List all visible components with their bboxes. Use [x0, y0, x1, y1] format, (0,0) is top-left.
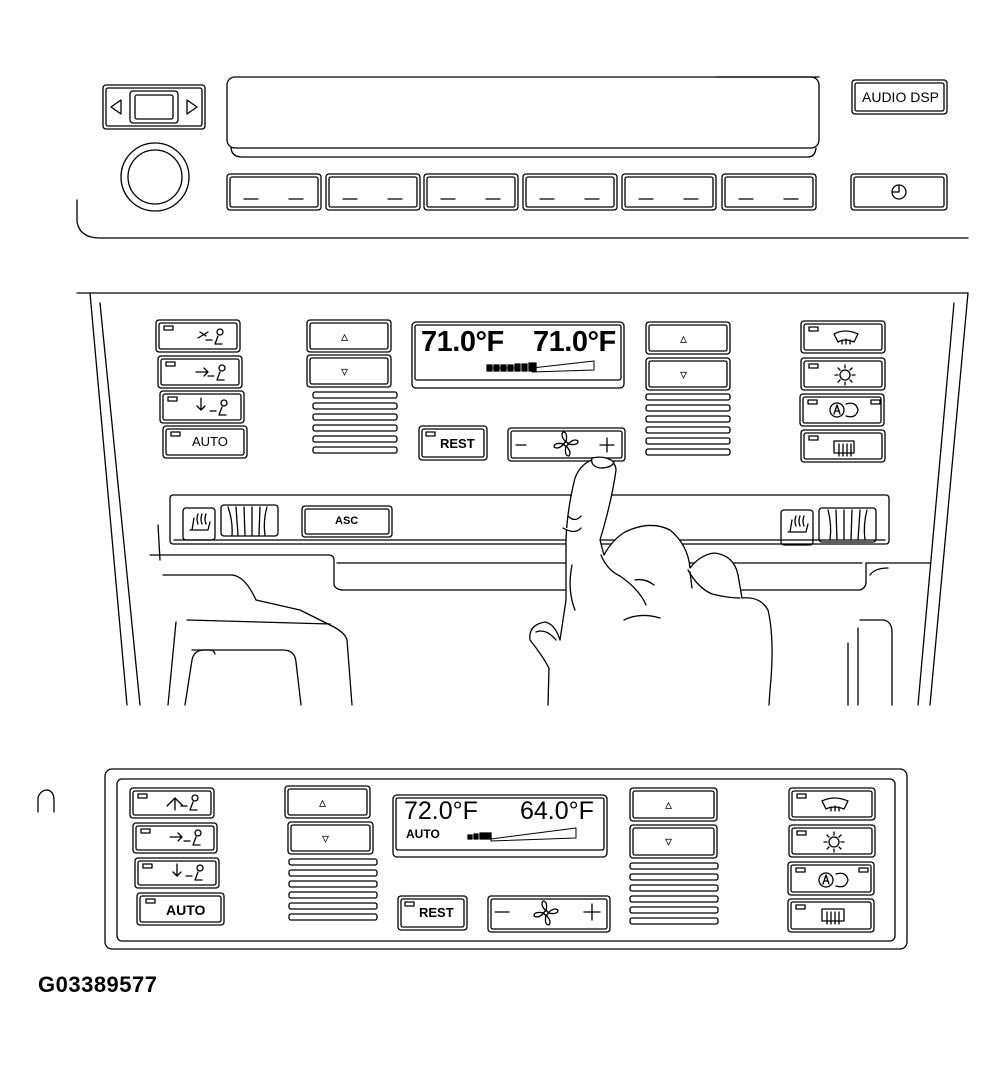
right-temp-up-button[interactable] — [645, 321, 731, 355]
right-temp-down-icon: ▿ — [680, 366, 688, 382]
seat-heater-strip — [169, 494, 890, 545]
left-vent-grille — [312, 391, 398, 454]
right-vent-grille — [645, 393, 731, 456]
right-temp-up-icon: ▵ — [680, 330, 688, 346]
detail-left-temp-up-icon: ▵ — [319, 794, 327, 810]
fan-speed-rocker[interactable] — [507, 427, 626, 462]
right-seat-heater-icon — [787, 515, 809, 533]
detail-left-temp-up-button[interactable] — [284, 785, 371, 819]
volume-knob[interactable] — [120, 142, 190, 212]
radio-unit — [76, 76, 969, 239]
auto-recirculation-icon — [829, 402, 859, 418]
detail-rest-button[interactable] — [397, 895, 468, 931]
detail-left-vent-grille — [288, 858, 378, 921]
detail-right-temp-down-icon: ▿ — [665, 833, 673, 849]
detail-sun-icon — [823, 831, 845, 853]
left-temp-up-icon: ▵ — [341, 328, 349, 344]
detail-air-middle-icon — [169, 829, 202, 846]
audio-dsp-label: AUDIO DSP — [862, 89, 940, 105]
detail-air-middle-button[interactable] — [132, 822, 218, 854]
detail-auto-button-label: AUTO — [166, 902, 206, 918]
detail-right-temp-up-button[interactable] — [629, 787, 718, 822]
fan-icon — [553, 431, 579, 457]
detail-left-temp-down-icon: ▿ — [322, 830, 330, 846]
detail-auto-recirculation-icon — [818, 872, 849, 888]
detail-air-upper-button[interactable] — [129, 787, 215, 819]
air-distribution-upper-icon — [197, 328, 224, 345]
detail-air-upper-icon — [166, 794, 199, 811]
detail-mode-indicator: AUTO — [406, 827, 440, 841]
left-seat-heater-button[interactable] — [182, 507, 216, 541]
audio-dsp-button[interactable] — [851, 79, 948, 115]
windshield-defrost-icon — [833, 330, 859, 345]
left-temp-down-button[interactable] — [306, 354, 392, 388]
detail-air-lower-icon — [172, 863, 204, 881]
detail-climate-display — [392, 794, 608, 858]
detail-windshield-defrost-icon — [821, 797, 849, 812]
detail-right-temperature-readout: 64.0°F — [520, 797, 594, 825]
detail-rest-button-label: REST — [419, 905, 454, 920]
rear-defrost-icon — [833, 440, 855, 457]
detail-fan-speed-rocker[interactable] — [487, 895, 611, 933]
detail-air-lower-button[interactable] — [134, 857, 220, 889]
fan-level-bar — [486, 362, 537, 372]
detail-fan-level-bar — [467, 832, 492, 840]
detail-right-temp-up-icon: ▵ — [665, 796, 673, 812]
air-distribution-middle-icon — [195, 364, 226, 381]
detail-auto-button[interactable] — [136, 892, 225, 926]
radio-display — [226, 76, 820, 158]
clock-button[interactable] — [850, 173, 948, 211]
asc-button[interactable] — [301, 505, 393, 538]
detail-fan-icon — [533, 900, 559, 926]
left-temp-down-icon: ▿ — [341, 363, 349, 379]
seek-button[interactable] — [102, 84, 206, 130]
air-distribution-lower-icon — [196, 397, 228, 416]
detail-fan-plus-icon — [583, 903, 601, 921]
windshield-defrost-button[interactable] — [800, 320, 886, 354]
rest-button-label: REST — [440, 436, 475, 451]
air-distribution-lower-button[interactable] — [159, 390, 245, 424]
detail-rear-defrost-button[interactable] — [787, 898, 875, 933]
right-temperature-thumbwheel[interactable] — [818, 507, 877, 543]
right-seat-heater-button[interactable] — [780, 509, 814, 546]
detail-left-temperature-readout: 72.0°F — [404, 797, 478, 825]
detail-rear-defrost-icon — [821, 908, 845, 925]
rear-defrost-button[interactable] — [800, 429, 886, 463]
right-temp-down-button[interactable] — [645, 357, 731, 391]
left-seat-heater-icon — [189, 513, 211, 531]
auto-recirculation-button[interactable] — [799, 393, 885, 427]
left-temperature-readout: 71.0°F — [421, 326, 504, 358]
radio-preset-buttons[interactable] — [226, 173, 817, 211]
air-distribution-upper-button[interactable] — [155, 319, 241, 353]
max-cooling-button[interactable] — [800, 357, 886, 391]
air-distribution-middle-button[interactable] — [157, 355, 243, 389]
figure-id-caption: G03389577 — [38, 972, 158, 997]
right-temperature-readout: 71.0°F — [533, 326, 616, 358]
left-temperature-thumbwheel[interactable] — [220, 504, 279, 537]
clock-icon — [891, 184, 907, 200]
auto-button[interactable] — [162, 425, 248, 459]
detail-windshield-defrost-button[interactable] — [788, 787, 876, 821]
detail-right-vent-grille — [629, 862, 719, 925]
hand-illustration — [529, 456, 773, 706]
rest-button[interactable] — [418, 425, 488, 461]
detail-right-temp-down-button[interactable] — [629, 824, 718, 859]
detail-max-cooling-button[interactable] — [788, 824, 876, 858]
center-console — [76, 292, 969, 706]
sun-icon — [834, 364, 856, 386]
auto-button-label: AUTO — [192, 434, 228, 449]
detail-left-temp-down-button[interactable] — [287, 821, 374, 855]
left-temp-up-button[interactable] — [306, 319, 392, 353]
climate-detail-panel — [37, 768, 908, 950]
asc-button-label: ASC — [335, 515, 359, 527]
fan-plus-icon — [599, 437, 615, 453]
detail-auto-recirculation-button[interactable] — [787, 861, 875, 896]
